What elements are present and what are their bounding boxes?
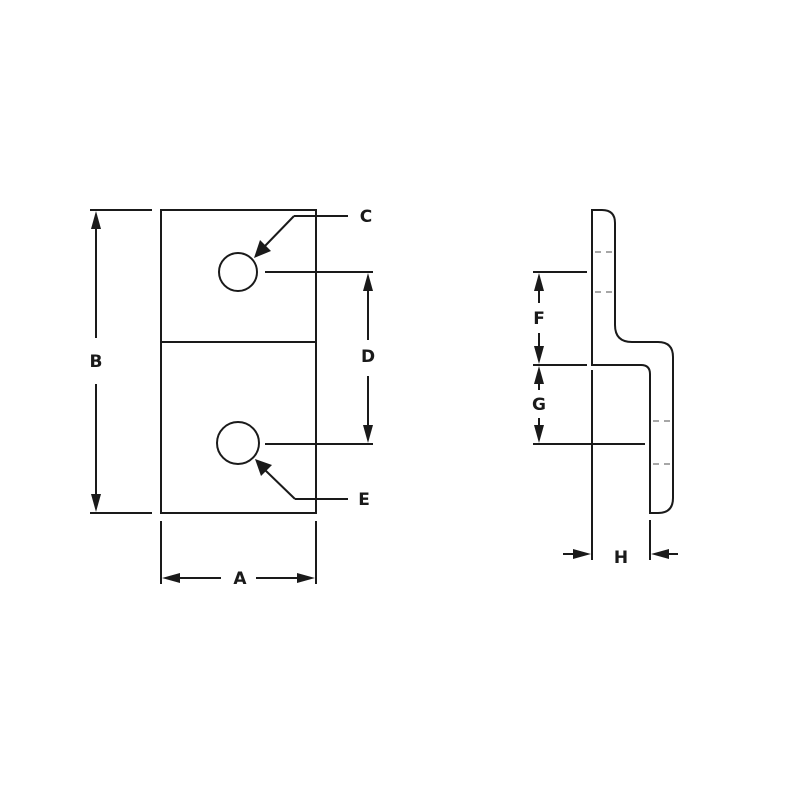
hole-top <box>218 252 258 292</box>
arrow-up-icon <box>534 366 544 384</box>
leader-e: E <box>255 459 370 510</box>
arrow-down-icon <box>363 425 373 443</box>
arrow-up-icon <box>363 273 373 291</box>
label-a: A <box>233 569 247 589</box>
dimension-d: D <box>265 271 375 445</box>
label-f: F <box>533 309 545 329</box>
arrow-down-icon <box>534 425 544 443</box>
dimension-b: B <box>90 209 152 514</box>
arrow-right-icon <box>573 549 591 559</box>
dimension-h: H <box>563 548 678 568</box>
arrow-up-icon <box>91 211 101 229</box>
arrow-left-icon <box>162 573 180 583</box>
bracket-profile <box>591 209 674 514</box>
label-c: C <box>360 207 372 227</box>
arrow-right-icon <box>297 573 315 583</box>
label-d: D <box>361 347 375 367</box>
plate-outline <box>160 209 317 514</box>
label-g: G <box>532 395 546 415</box>
dimension-g: G <box>532 366 645 445</box>
arrow-up-icon <box>534 273 544 291</box>
dimension-f: F <box>533 271 587 366</box>
arrow-down-icon <box>91 494 101 512</box>
dimension-a: A <box>160 521 317 589</box>
label-h: H <box>614 548 628 568</box>
hole-bottom <box>216 421 260 465</box>
label-e: E <box>358 490 370 510</box>
arrow-left-icon <box>651 549 669 559</box>
label-b: B <box>90 352 103 372</box>
arrow-down-icon <box>534 346 544 364</box>
side-view: F G H <box>532 209 678 568</box>
front-view: B A C D <box>90 207 376 589</box>
arrow-icon <box>254 240 271 258</box>
leader-c: C <box>254 207 372 258</box>
arrow-icon <box>255 459 272 476</box>
